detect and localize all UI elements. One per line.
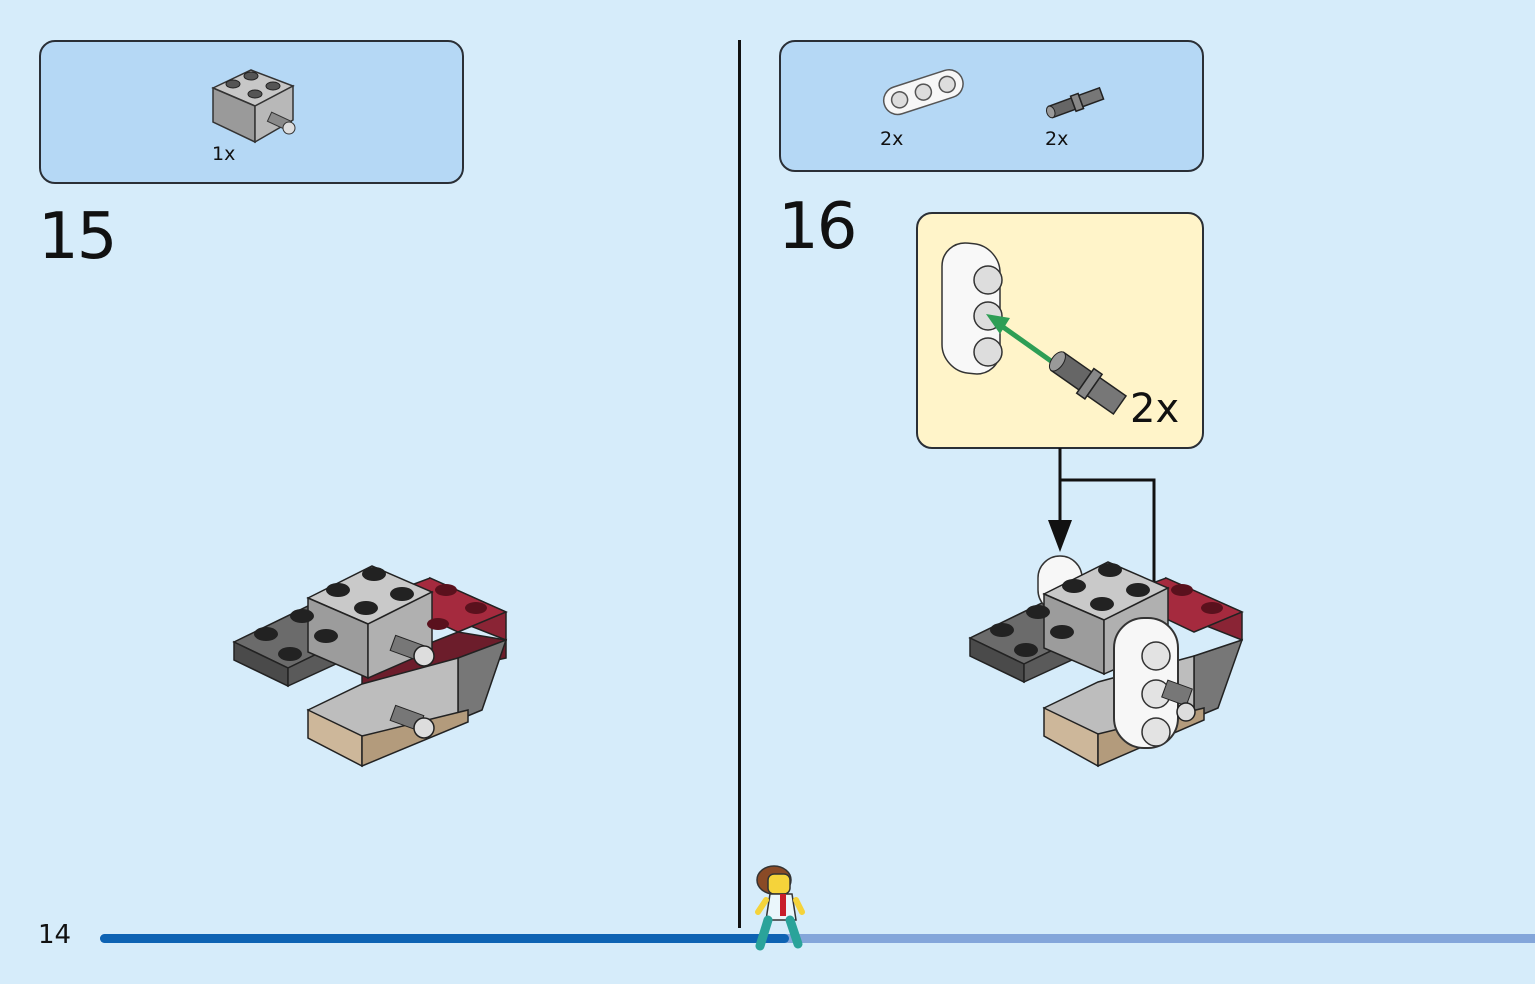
step-number: 15 [38, 200, 117, 274]
gray-technic-brick-icon [211, 69, 296, 144]
part-quantity: 2x [880, 128, 904, 150]
gray-technic-pin-icon [1045, 86, 1105, 119]
sub-assembly-callout: 2x [916, 212, 1204, 449]
step-number: 16 [778, 190, 857, 264]
part-quantity: 2x [1045, 128, 1069, 150]
progress-bar-track [100, 934, 1535, 943]
step-15-assembly-illustration [232, 565, 508, 768]
page-divider [738, 40, 741, 928]
beam-and-pin-insertion-illustration [941, 242, 1128, 416]
white-technic-beam-icon [882, 69, 964, 116]
callout-quantity: 2x [1130, 386, 1180, 432]
progress-bar-fill [100, 934, 789, 943]
minifigure-progress-marker-icon [755, 865, 805, 951]
step-15-parts-box: 1x [39, 40, 464, 184]
step-16-assembly-illustration [968, 555, 1244, 768]
page-number: 14 [38, 920, 72, 950]
step-16-parts-box: 2x 2x [779, 40, 1204, 172]
part-quantity: 1x [212, 143, 236, 165]
